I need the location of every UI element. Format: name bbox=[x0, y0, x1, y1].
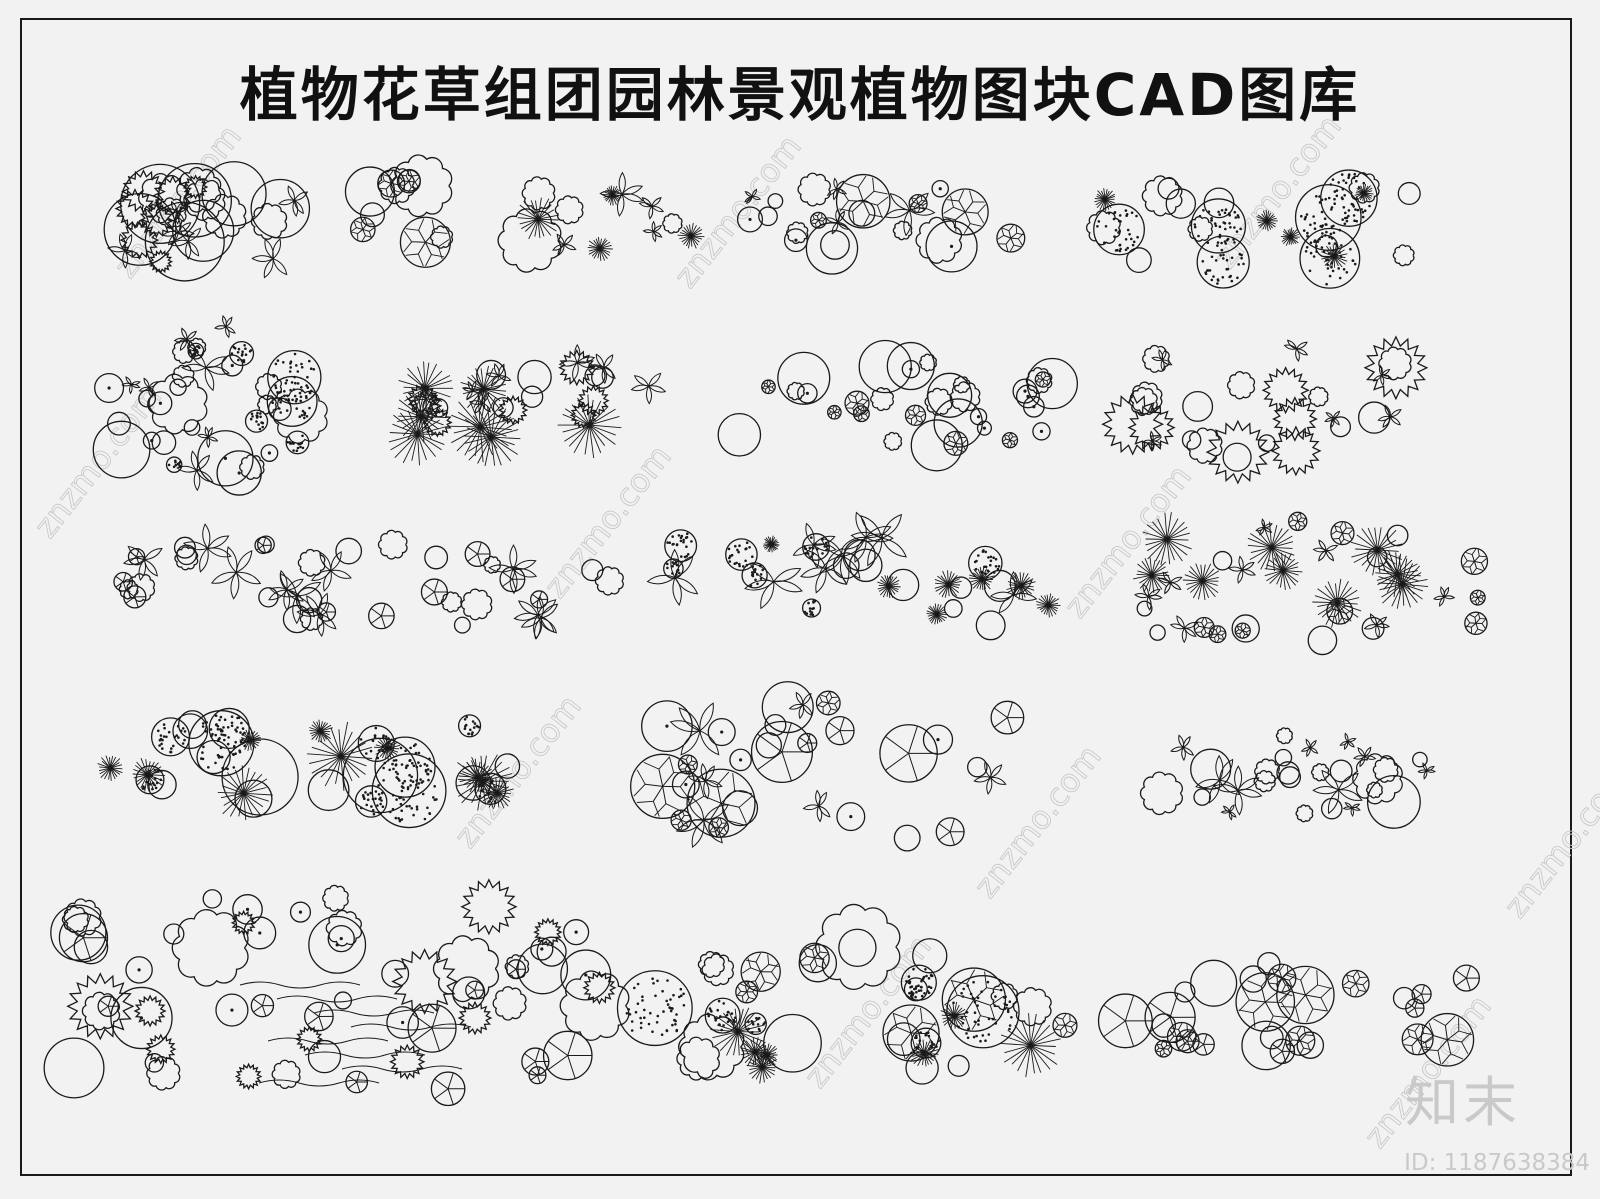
plant-group-11 bbox=[646, 511, 1061, 641]
plant-group-5 bbox=[1086, 169, 1421, 289]
page-title: 植物花草组团园林景观植物图块CAD图库 bbox=[239, 61, 1361, 129]
plant-group-16 bbox=[43, 878, 630, 1107]
watermark-logo: 知末 bbox=[1405, 1071, 1521, 1134]
watermark-text-5: znzmo.com bbox=[536, 438, 678, 605]
watermark-text-8: znzmo.com bbox=[966, 738, 1108, 905]
plants-layer bbox=[43, 154, 1489, 1107]
plant-group-9 bbox=[1101, 335, 1429, 485]
plant-group-17 bbox=[616, 903, 1078, 1085]
watermark-text-6: znzmo.com bbox=[1056, 458, 1198, 625]
plant-group-4 bbox=[736, 172, 1026, 275]
watermark-id: ID: 1187638384 bbox=[1404, 1150, 1590, 1176]
watermark-text-7: znzmo.com bbox=[446, 688, 588, 855]
watermark-text-2: znzmo.com bbox=[666, 128, 808, 295]
drawing-frame bbox=[20, 18, 1572, 1176]
plant-group-14 bbox=[629, 681, 1025, 852]
plant-group-10 bbox=[113, 523, 624, 640]
plant-group-6 bbox=[92, 314, 328, 496]
plant-group-15 bbox=[1139, 727, 1436, 829]
plant-group-18 bbox=[1097, 951, 1480, 1071]
plant-group-8 bbox=[717, 339, 1079, 472]
plant-group-1 bbox=[103, 161, 311, 282]
plant-group-12 bbox=[1133, 511, 1489, 656]
plant-group-7 bbox=[388, 343, 667, 466]
watermark-text-10: znzmo.com bbox=[796, 928, 938, 1095]
watermark-text-9: znzmo.com bbox=[1496, 758, 1600, 925]
plant-group-3 bbox=[497, 171, 705, 273]
pond-water-lines bbox=[239, 981, 472, 1087]
plant-group-2 bbox=[344, 154, 454, 268]
plant-group-13 bbox=[97, 707, 521, 829]
